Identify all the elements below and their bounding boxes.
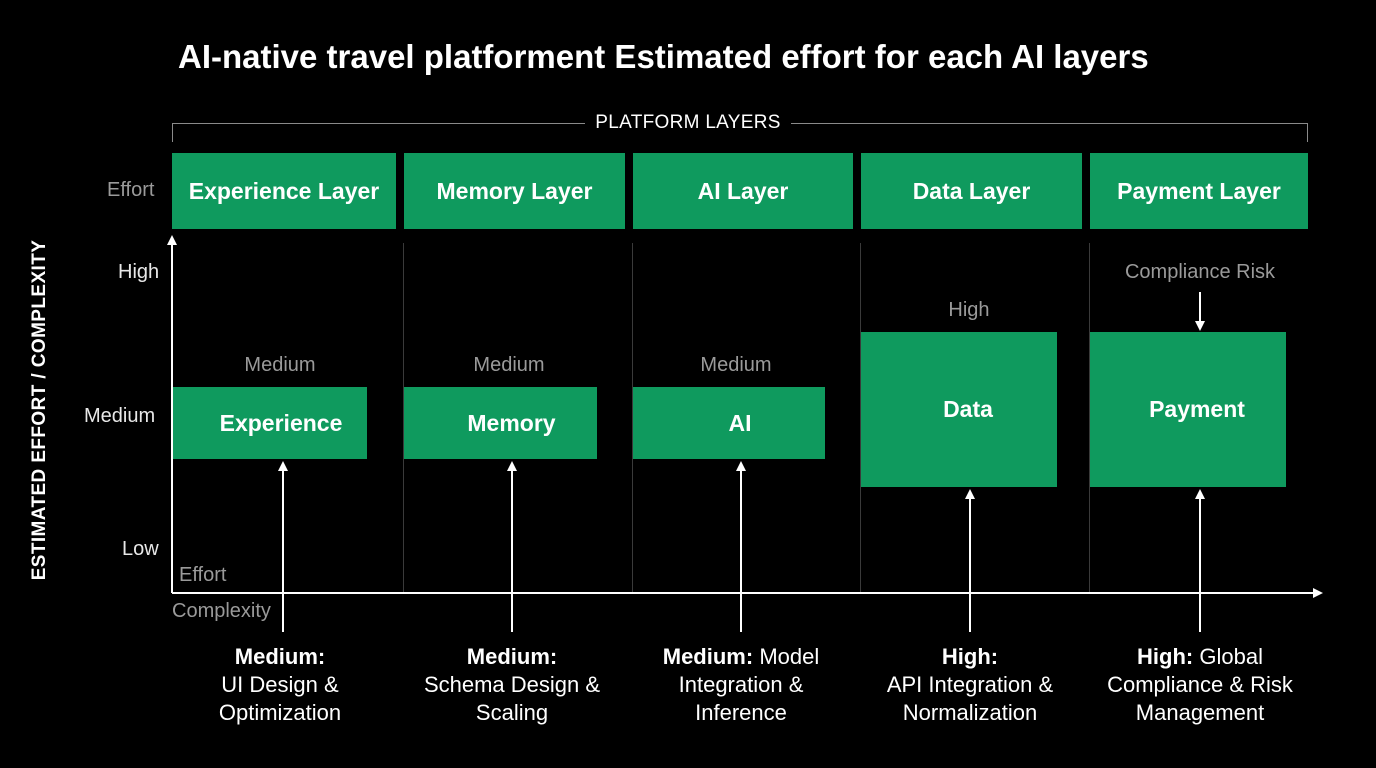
y-tick-medium: Medium bbox=[84, 405, 156, 427]
bar-payment: Payment bbox=[1090, 332, 1286, 487]
desc-data: High:API Integration & Normalization bbox=[886, 644, 1054, 725]
origin-label-effort: Effort bbox=[179, 564, 227, 586]
bar-experience: Experience bbox=[173, 387, 367, 459]
desc-payment: High: Global Compliance & Risk Managemen… bbox=[1107, 644, 1293, 725]
header-ai-layer: AI Layer bbox=[633, 153, 853, 229]
column-separator bbox=[860, 243, 861, 593]
platform-layers-label: PLATFORM LAYERS bbox=[0, 112, 1376, 134]
bar-data: Data bbox=[861, 332, 1057, 487]
header-memory-layer: Memory Layer bbox=[404, 153, 625, 229]
desc-experience: Medium:UI Design & Optimization bbox=[218, 644, 342, 725]
level-label-memory: Medium bbox=[473, 354, 545, 376]
bracket-left-tick bbox=[172, 123, 173, 142]
header-data-layer: Data Layer bbox=[861, 153, 1082, 229]
header-experience-layer: Experience Layer bbox=[172, 153, 396, 229]
bar-ai: AI bbox=[633, 387, 825, 459]
level-label-data: High bbox=[948, 299, 990, 321]
diagram-title: AI-native travel platforment Estimated e… bbox=[178, 38, 1149, 75]
y-tick-high: High bbox=[118, 261, 160, 283]
desc-ai: Medium: Model Integration & Inference bbox=[662, 644, 820, 725]
column-separator bbox=[403, 243, 404, 593]
column-separator bbox=[632, 243, 633, 593]
level-label-experience: Medium bbox=[244, 354, 316, 376]
y-axis-top-label: Effort bbox=[107, 179, 155, 201]
bar-memory: Memory bbox=[404, 387, 597, 459]
level-label-ai: Medium bbox=[700, 354, 772, 376]
y-tick-low: Low bbox=[122, 538, 159, 560]
header-payment-layer: Payment Layer bbox=[1090, 153, 1308, 229]
column-separator bbox=[1089, 243, 1090, 593]
level-label-payment: Compliance Risk bbox=[1124, 261, 1276, 283]
desc-memory: Medium:Schema Design & Scaling bbox=[423, 644, 601, 725]
origin-label-complexity: Complexity bbox=[172, 600, 271, 622]
bracket-right-tick bbox=[1307, 123, 1308, 142]
